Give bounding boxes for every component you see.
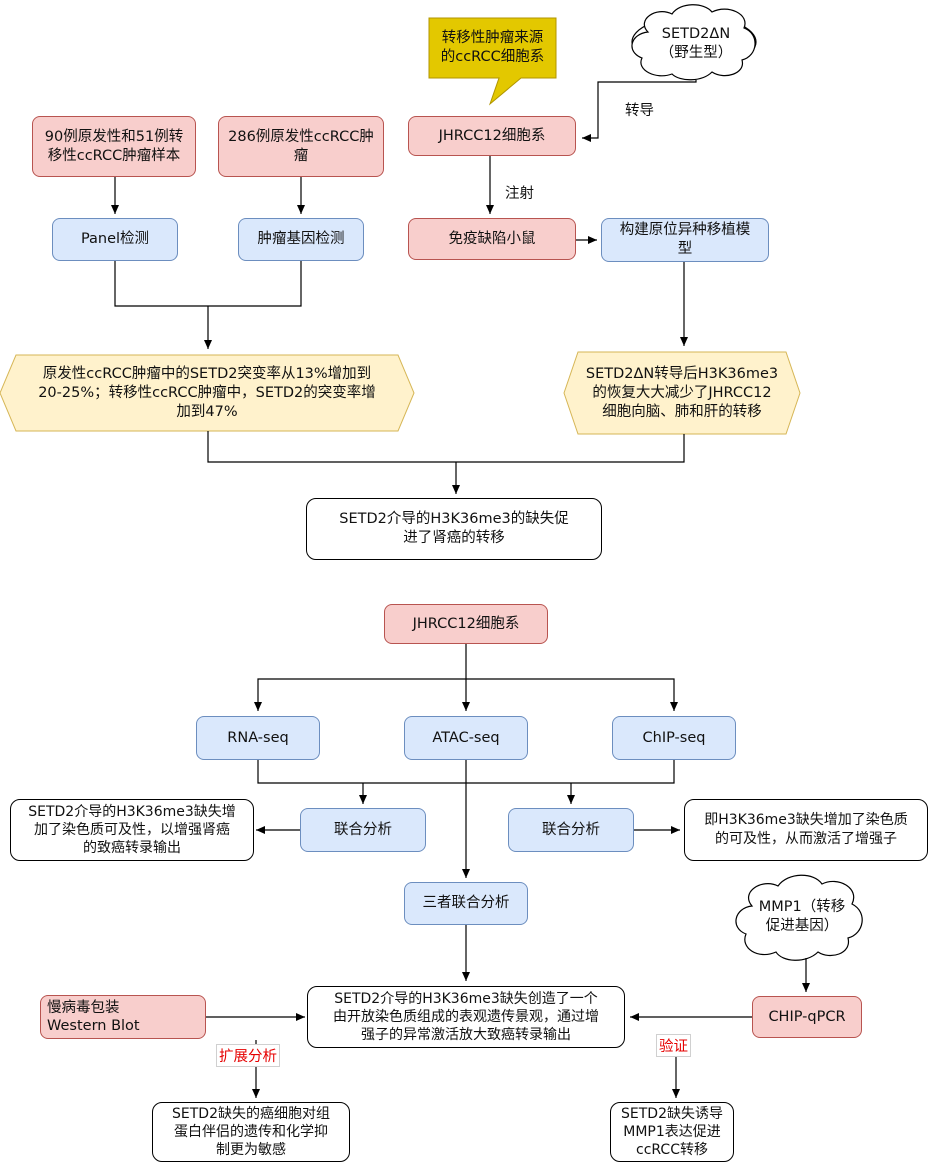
box-joint-left-label: 联合分析 — [334, 821, 392, 838]
box-central: SETD2介导的H3K36me3缺失创造了一个 由开放染色质组成的表观遗传景观，… — [307, 986, 625, 1048]
box-conclusion-1-label: SETD2介导的H3K36me3的缺失促 进了肾癌的转移 — [339, 511, 569, 546]
box-primary-286-label: 286例原发性ccRCC肿 瘤 — [228, 128, 374, 164]
label-inject: 注射 — [505, 186, 534, 202]
box-jhrcc12-top-label: JHRCC12细胞系 — [438, 127, 546, 144]
edge-rna-atac-merge — [257, 760, 466, 784]
edge-atac-chip-merge — [466, 760, 675, 784]
connectors — [111, 80, 810, 1098]
cloud-mmp1-label: MMP1（转移 促进基因） — [758, 899, 846, 934]
box-mmp1-result-label: SETD2缺失诱导 MMP1表达促进 ccRCC转移 — [621, 1106, 723, 1158]
callout-shape — [428, 17, 557, 106]
box-three-joint: 三者联合分析 — [404, 882, 528, 925]
edge-cloud-jhrcc — [582, 80, 697, 142]
box-result-left-label: SETD2介导的H3K36me3缺失增 加了染色质可及性，以增强肾癌 的致癌转录… — [28, 804, 236, 856]
box-jhrcc12-bottom-label: JHRCC12细胞系 — [412, 615, 520, 632]
box-rnaseq: RNA-seq — [196, 716, 320, 760]
box-result-right: 即H3K36me3缺失增加了染色质 的可及性，从而激活了增强子 — [684, 799, 928, 861]
box-atacseq: ATAC-seq — [404, 716, 528, 760]
box-three-joint-label: 三者联合分析 — [422, 895, 510, 911]
box-tumor-gene: 肿瘤基因检测 — [238, 218, 364, 261]
hex-metastasis-shape — [563, 351, 801, 435]
label-extend: 扩展分析 — [216, 1044, 280, 1067]
box-panel-label: Panel检测 — [80, 231, 150, 247]
box-rnaseq-label: RNA-seq — [227, 729, 289, 746]
cloud-setd2-text: SETD2ΔN （野生型） — [640, 16, 752, 72]
box-samples-label: 90例原发性和51例转 移性ccRCC肿瘤样本 — [44, 128, 184, 164]
box-lentivirus: 慢病毒包装 Western Blot — [40, 995, 206, 1039]
box-samples: 90例原发性和51例转 移性ccRCC肿瘤样本 — [32, 116, 196, 177]
edge-merge-top — [114, 261, 302, 307]
box-chipseq: ChIP-seq — [612, 716, 736, 760]
cloud-setd2-outline — [631, 4, 756, 81]
box-lentivirus-label: 慢病毒包装 Western Blot — [47, 1000, 140, 1034]
callout-source-text: 转移性肿瘤来源 的ccRCC细胞系 — [429, 18, 556, 78]
box-primary-286: 286例原发性ccRCC肿 瘤 — [218, 116, 384, 177]
box-nude-mice-label: 免疫缺陷小鼠 — [448, 230, 536, 247]
box-result-right-label: 即H3K36me3缺失增加了染色质 的可及性，从而激活了增强子 — [704, 812, 908, 847]
box-partners-label: SETD2缺失的癌细胞对组 蛋白伴侣的遗传和化学抑 制更为敏感 — [172, 1106, 330, 1158]
callout-source-label: 转移性肿瘤来源 的ccRCC细胞系 — [440, 30, 545, 65]
hex-mutation-shape — [0, 354, 415, 432]
box-nude-mice: 免疫缺陷小鼠 — [408, 218, 576, 260]
label-verify: 验证 — [656, 1034, 691, 1057]
box-chip-qpcr: CHIP-qPCR — [752, 996, 862, 1038]
box-tumor-gene-label: 肿瘤基因检测 — [257, 231, 345, 247]
hex-mutation-label: 原发性ccRCC肿瘤中的SETD2突变率从13%增加到 20-25%；转移性cc… — [38, 365, 376, 420]
box-conclusion-1: SETD2介导的H3K36me3的缺失促 进了肾癌的转移 — [306, 498, 602, 560]
box-result-left: SETD2介导的H3K36me3缺失增 加了染色质可及性，以增强肾癌 的致癌转录… — [10, 799, 254, 861]
box-mmp1-result: SETD2缺失诱导 MMP1表达促进 ccRCC转移 — [610, 1102, 734, 1162]
box-panel: Panel检测 — [52, 218, 178, 261]
box-orthotopic: 构建原位异种移植模 型 — [601, 218, 769, 262]
box-joint-left: 联合分析 — [300, 808, 426, 852]
hex-metastasis-label: SETD2ΔN转导后H3K36me3 的恢复大大减少了JHRCC12 细胞向脑、… — [585, 365, 779, 420]
edge-to-rnaseq — [254, 678, 466, 711]
box-chipseq-label: ChIP-seq — [642, 729, 706, 746]
box-joint-right: 联合分析 — [508, 808, 634, 852]
cloud-mmp1-outline — [735, 874, 863, 961]
box-joint-right-label: 联合分析 — [542, 821, 600, 838]
edge-to-chipseq — [466, 678, 678, 711]
box-jhrcc12-top: JHRCC12细胞系 — [408, 116, 576, 156]
box-atacseq-label: ATAC-seq — [432, 729, 500, 746]
box-partners: SETD2缺失的癌细胞对组 蛋白伴侣的遗传和化学抑 制更为敏感 — [152, 1102, 350, 1162]
label-transduce: 转导 — [625, 103, 654, 119]
box-central-label: SETD2介导的H3K36me3缺失创造了一个 由开放染色质组成的表观遗传景观，… — [333, 991, 599, 1043]
hex-mutation: 原发性ccRCC肿瘤中的SETD2突变率从13%增加到 20-25%；转移性cc… — [14, 355, 400, 431]
cloud-mmp1-text: MMP1（转移 促进基因） — [744, 886, 860, 948]
box-jhrcc12-bottom: JHRCC12细胞系 — [384, 604, 548, 644]
box-orthotopic-label: 构建原位异种移植模 型 — [619, 222, 751, 257]
edge-hex-merge — [207, 431, 685, 463]
box-chip-qpcr-label: CHIP-qPCR — [768, 1008, 846, 1025]
hex-metastasis: SETD2ΔN转导后H3K36me3 的恢复大大减少了JHRCC12 细胞向脑、… — [574, 352, 790, 434]
cloud-setd2-label: SETD2ΔN （野生型） — [659, 26, 733, 61]
